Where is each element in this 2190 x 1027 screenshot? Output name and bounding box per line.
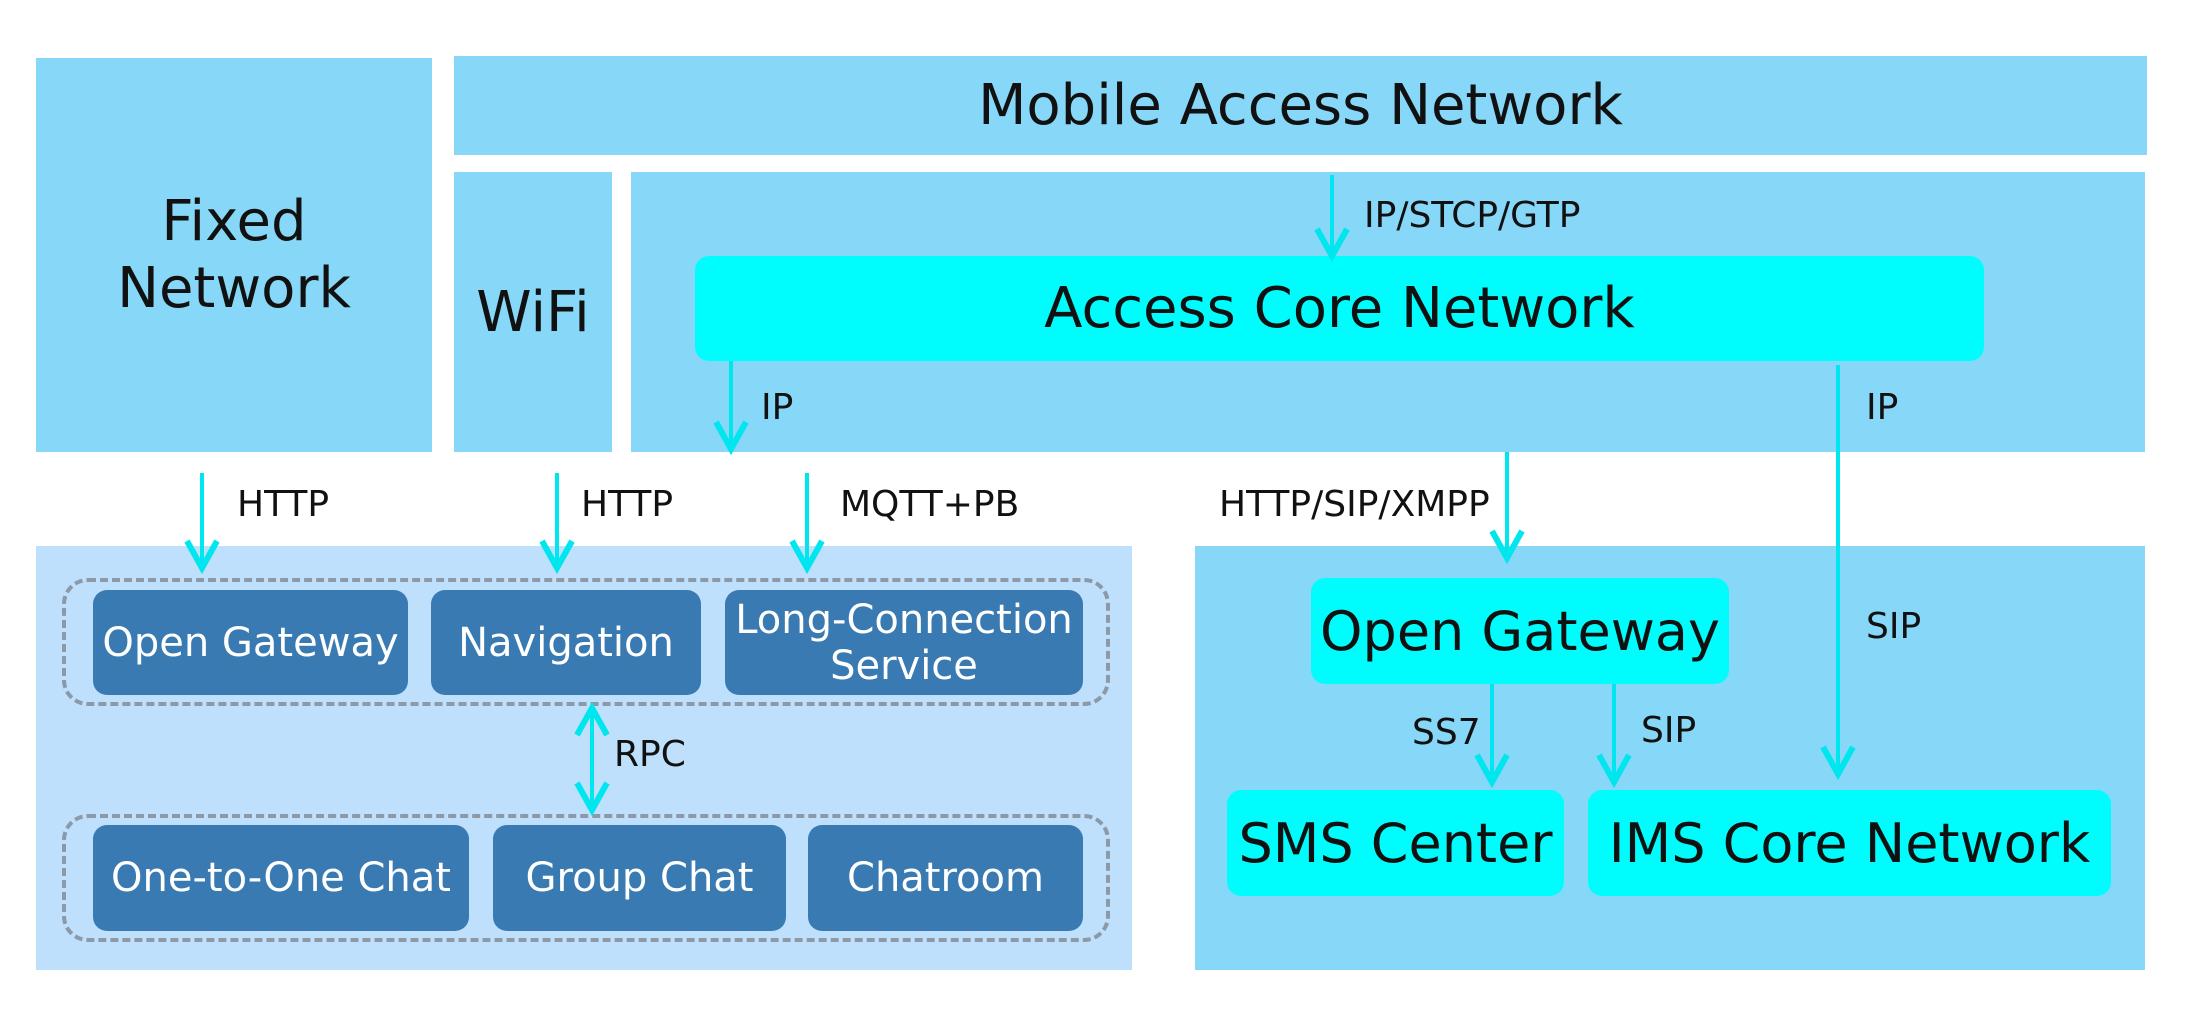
mobile-access-network-label: Mobile Access Network [978,73,1623,138]
label-sip-gateway: SIP [1641,710,1697,751]
navigation-service: Navigation [431,590,701,695]
label-http-sip-xmpp: HTTP/SIP/XMPP [1219,484,1490,525]
label-http-wifi: HTTP [581,484,674,525]
label-ip-right: IP [1866,387,1899,428]
wifi-block: WiFi [454,172,612,452]
label-rpc: RPC [614,734,686,775]
mobile-access-network-block: Mobile Access Network [454,56,2147,155]
group-chat-service: Group Chat [493,825,786,931]
open-gateway-service: Open Gateway [93,590,408,695]
ims-core-network-box: IMS Core Network [1588,790,2111,896]
label-sip-ims: SIP [1866,606,1922,647]
label-mqtt-pb: MQTT+PB [840,484,1020,525]
chat-services-group [62,814,1110,942]
long-connection-service: Long-Connection Service [725,590,1083,695]
label-http-fixed: HTTP [237,484,330,525]
access-core-network-label: Access Core Network [1044,276,1635,341]
open-gateway-telecom-box: Open Gateway [1311,578,1729,684]
chatroom-service: Chatroom [808,825,1083,931]
wifi-label: WiFi [476,279,590,345]
sms-center-box: SMS Center [1227,790,1564,896]
access-core-network-box: Access Core Network [695,256,1984,361]
label-ip-left: IP [761,387,794,428]
fixed-network-block: Fixed Network [36,58,432,452]
label-ip-stcp-gtp: IP/STCP/GTP [1364,195,1581,236]
fixed-network-label: Fixed Network [117,188,351,321]
label-ss7: SS7 [1412,712,1481,753]
one-to-one-chat-service: One-to-One Chat [93,825,469,931]
